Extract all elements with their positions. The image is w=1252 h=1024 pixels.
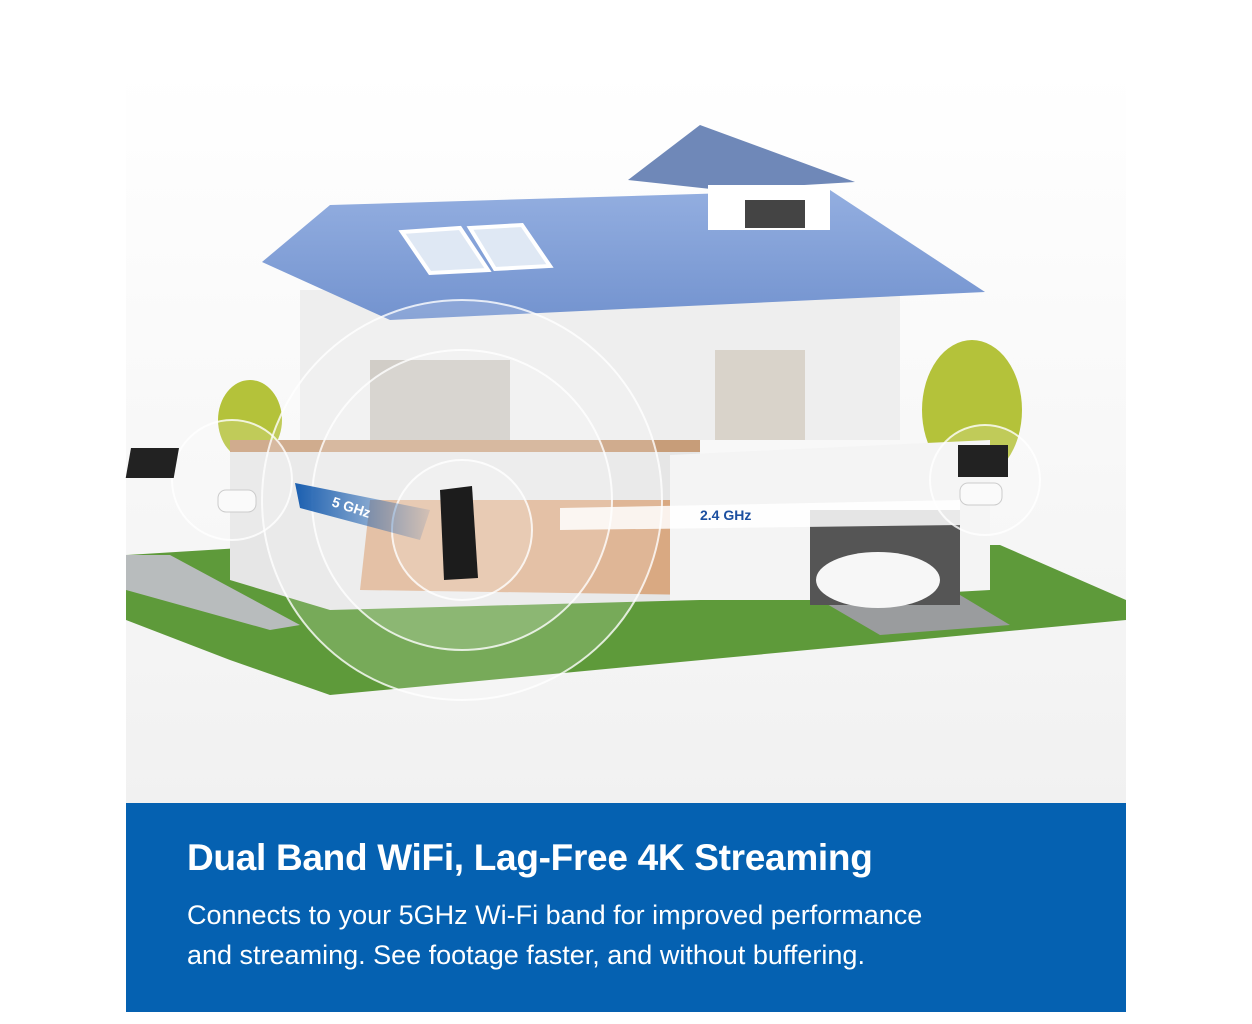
house-illustration: 5 GHz 2.4 GHz (125, 70, 1126, 803)
camera-bubble-left (171, 419, 293, 541)
feature-banner: Dual Band WiFi, Lag-Free 4K Streaming Co… (126, 803, 1126, 1012)
dormer-window (745, 200, 805, 228)
sidewalk (126, 555, 300, 630)
solar-panel-left (125, 448, 180, 478)
feature-headline: Dual Band WiFi, Lag-Free 4K Streaming (187, 837, 873, 878)
band-24ghz-label: 2.4 GHz (700, 507, 751, 523)
solar-panel-right (958, 445, 1008, 477)
room-bathroom (715, 350, 805, 440)
feature-description: Connects to your 5GHz Wi-Fi band for imp… (187, 895, 1087, 975)
band-5ghz-beam (295, 483, 430, 540)
roof-dormer (628, 125, 855, 190)
skylight (398, 225, 492, 276)
room-bedroom (370, 360, 510, 440)
skylight (466, 222, 554, 272)
camera-right (959, 482, 1003, 506)
band-24ghz-beam (560, 500, 960, 530)
feature-description-line: Connects to your 5GHz Wi-Fi band for imp… (187, 900, 923, 930)
feature-description-line: and streaming. See footage faster, and w… (187, 940, 865, 970)
camera-left (217, 489, 257, 513)
car (816, 552, 940, 608)
router-icon (440, 486, 478, 580)
balcony (230, 440, 700, 452)
